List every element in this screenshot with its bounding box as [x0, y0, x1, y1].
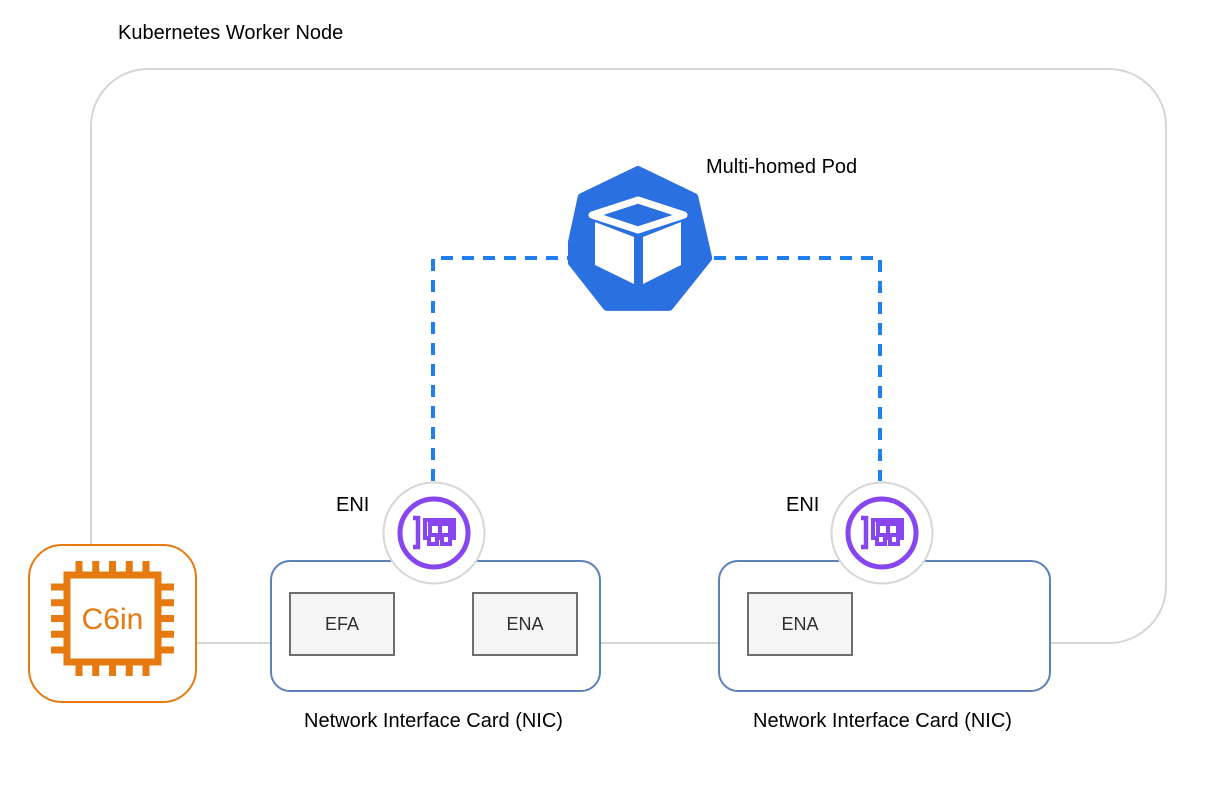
cpu-chip-icon: C6in [51, 561, 174, 676]
efa-adapter-box: EFA [289, 592, 395, 656]
pod-label: Multi-homed Pod [706, 156, 858, 178]
eni-right-icon [830, 481, 934, 585]
eni-right-label: ENI [786, 494, 820, 516]
instance-type-label: C6in [82, 603, 144, 636]
kubernetes-pod-icon [568, 166, 713, 311]
nic-left-label: Network Interface Card (NIC) [304, 710, 563, 732]
instance-c6in-box: C6in [28, 544, 197, 703]
eni-left-label: ENI [336, 494, 370, 516]
ena-adapter-box: ENA [472, 592, 578, 656]
eni-left-icon [382, 481, 486, 585]
nic-right-label: Network Interface Card (NIC) [753, 710, 1012, 732]
ena-adapter-box: ENA [747, 592, 853, 656]
worker-node-boundary [90, 68, 1167, 644]
diagram-title: Kubernetes Worker Node [118, 22, 344, 44]
